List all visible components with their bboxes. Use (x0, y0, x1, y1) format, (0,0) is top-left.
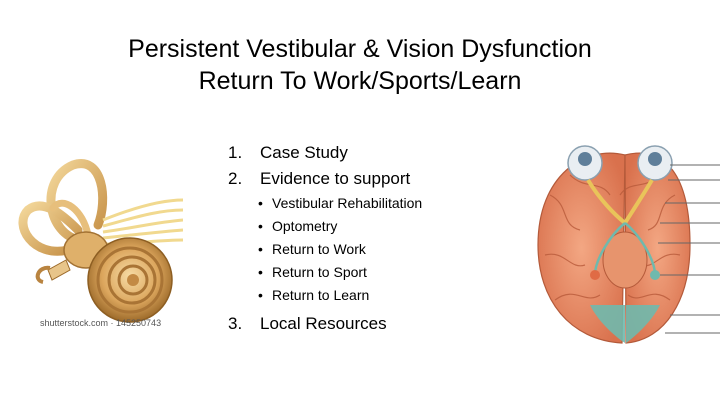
agenda-list: 1. Case Study 2. Evidence to support • V… (228, 140, 488, 337)
list-item: 3. Local Resources (228, 311, 488, 337)
list-item-label: Local Resources (260, 314, 387, 333)
sub-list-item-label: Optometry (272, 218, 338, 234)
list-item: 2. Evidence to support (228, 166, 488, 192)
sub-list-item: • Return to Work (228, 238, 488, 261)
sub-list-item-label: Return to Work (272, 241, 366, 257)
bullet-icon: • (258, 241, 263, 257)
sub-list-item: • Vestibular Rehabilitation (228, 192, 488, 215)
brain-image (537, 145, 720, 344)
slide-title: Persistent Vestibular & Vision Dysfuncti… (60, 33, 660, 97)
list-item-number: 3. (228, 314, 243, 333)
image-watermark: shutterstock.com · 145250743 (40, 318, 162, 328)
bullet-icon: • (258, 287, 263, 303)
list-item-label: Evidence to support (260, 169, 411, 188)
title-line-2: Return To Work/Sports/Learn (198, 67, 522, 95)
sub-list-item: • Return to Sport (228, 261, 488, 284)
sub-list-item-label: Return to Sport (272, 264, 367, 280)
inner-ear-image (18, 159, 183, 323)
list-item-label: Case Study (260, 143, 348, 162)
bullet-icon: • (258, 195, 263, 211)
sub-list-item-label: Vestibular Rehabilitation (272, 195, 423, 211)
bullet-icon: • (258, 264, 263, 280)
list-item-number: 2. (228, 169, 243, 188)
list-item-number: 1. (228, 143, 243, 162)
sub-list-item: • Return to Learn (228, 284, 488, 307)
sub-list-item-label: Return to Learn (272, 287, 370, 303)
title-line-1: Persistent Vestibular & Vision Dysfuncti… (128, 35, 592, 63)
bullet-icon: • (258, 218, 263, 234)
sub-list-item: • Optometry (228, 215, 488, 238)
list-item: 1. Case Study (228, 140, 488, 166)
